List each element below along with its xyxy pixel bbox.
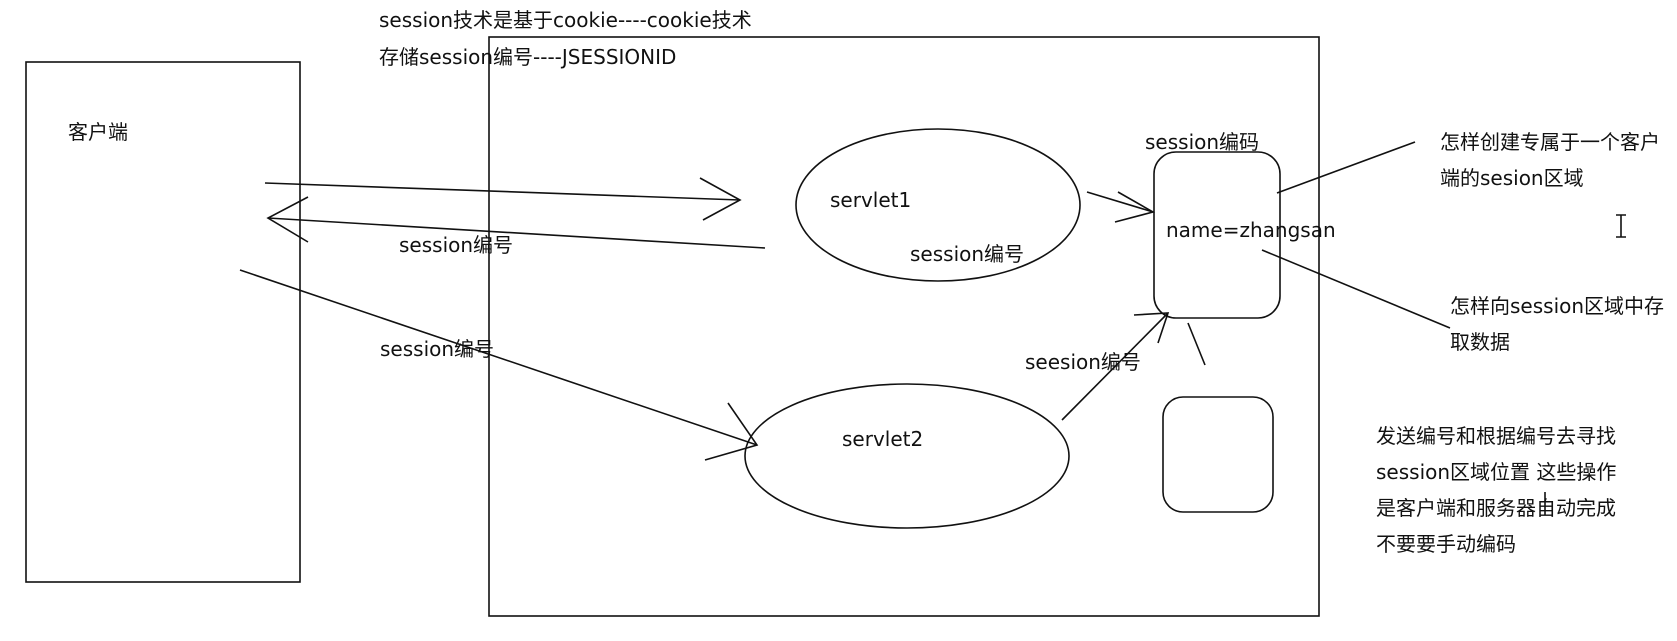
response-arrow (267, 217, 766, 249)
store-note-pointer (1261, 249, 1451, 329)
servlet1-ellipse (795, 128, 1081, 282)
request-arrow-2 (239, 269, 758, 446)
request-arrow-1 (264, 182, 741, 201)
auto-ops-note: 发送编号和根据编号去寻找session区域位置 这些操作是客户端和服务器自动完成… (1376, 424, 1617, 556)
servlet2-to-area-label: seesion编号 (1025, 350, 1141, 374)
servlet1-to-area-head (1114, 191, 1156, 223)
servlet2-to-area-head (1133, 312, 1170, 344)
cursor-mark (1616, 214, 1626, 238)
servlet1-inner-label: session编号 (910, 242, 1025, 266)
create-area-note: 怎样创建专属于一个客户端的sesion区域 (1440, 130, 1660, 190)
response-arrow-label: session编号 (399, 233, 514, 257)
servlet2-ellipse (744, 383, 1070, 529)
store-data-note: 怎样向session区域中存取数据 (1450, 294, 1665, 354)
request-arrow-1-head (699, 177, 742, 221)
client-label: 客户端 (68, 120, 128, 144)
area-tick (1187, 322, 1206, 366)
servlet1-to-area-arrow (1086, 191, 1154, 213)
servlet2-label: servlet2 (842, 427, 924, 451)
servlet1-label: servlet1 (830, 188, 912, 212)
server-box (488, 36, 1320, 617)
create-note-pointer (1276, 141, 1416, 194)
header-line-1: session技术是基于cookie----cookie技术 (379, 8, 752, 32)
session-area-2 (1162, 396, 1274, 513)
header-line-2: 存储session编号----JSESSIONID (379, 45, 677, 69)
response-arrow-head (266, 196, 309, 243)
request2-arrow-label: session编号 (380, 337, 495, 361)
session-area-value: name=zhangsan (1166, 218, 1336, 242)
session-area-1 (1153, 151, 1281, 319)
client-box (25, 61, 301, 583)
request-arrow-2-head (704, 402, 759, 461)
servlet2-to-area-line (1061, 312, 1169, 421)
session-area-title: session编码 (1145, 130, 1260, 154)
